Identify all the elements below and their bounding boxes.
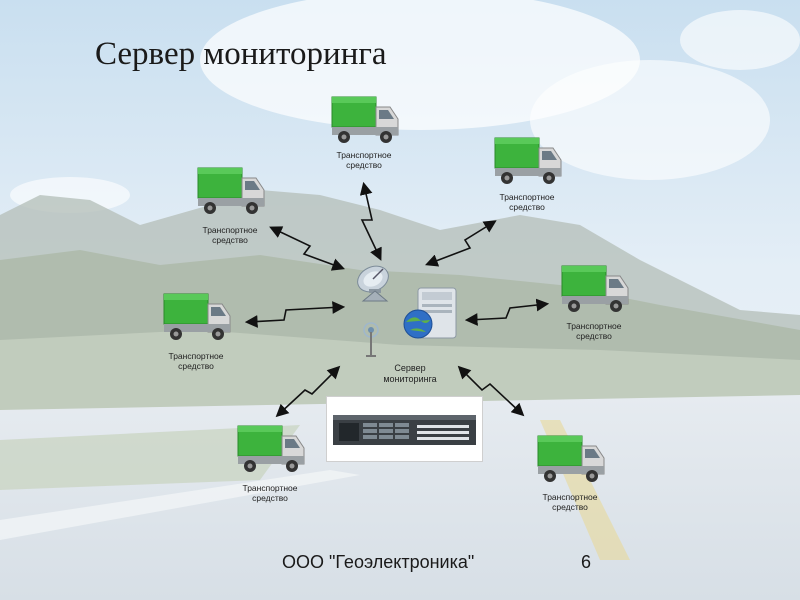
vehicle-label-line2: средство (252, 493, 288, 503)
footer-company: ООО "Геоэлектроника" (282, 552, 475, 572)
link-top-right (425, 220, 497, 267)
truck-icon (197, 167, 265, 214)
vehicle-label-line1: Транспортное (336, 150, 392, 160)
truck-icon (561, 265, 629, 312)
vehicle-label-line2: средство (552, 502, 588, 512)
slide-title: Сервер мониторинга (95, 36, 387, 72)
vehicle-label-line1: Транспортное (202, 225, 258, 235)
rack-server-icon (333, 415, 476, 445)
server-label-line1: Сервер (394, 363, 426, 373)
radio-tower-icon (363, 322, 379, 357)
vehicle-label-line1: Транспортное (566, 321, 622, 331)
vehicle-label-line1: Транспортное (242, 483, 298, 493)
link-middle-right (464, 298, 550, 326)
vehicle-label-line2: средство (178, 361, 214, 371)
link-lower-right (457, 365, 525, 417)
satellite-dish-icon (357, 265, 389, 302)
truck-icon (331, 96, 399, 143)
vehicle-label: Транспортное средство (472, 192, 582, 212)
server-label: Сервер мониторинга (365, 363, 455, 385)
link-lower-left (275, 365, 341, 418)
truck-icon (494, 137, 562, 184)
truck-icon (537, 435, 605, 482)
vehicle-label-line1: Транспортное (499, 192, 555, 202)
vehicle-label: Транспортное средство (175, 225, 285, 245)
link-upper-left (269, 226, 346, 271)
vehicle-label-line2: средство (576, 331, 612, 341)
rack-server-image (326, 396, 483, 462)
vehicle-label-line1: Транспортное (542, 492, 598, 502)
truck-icon (163, 293, 231, 340)
page-number: 6 (581, 552, 592, 572)
vehicle-label: Транспортное средство (215, 483, 325, 503)
vehicle-label-line2: средство (212, 235, 248, 245)
vehicle-label-line2: средство (509, 202, 545, 212)
truck-icon (237, 425, 305, 472)
link-middle-left (244, 301, 346, 328)
vehicle-label: Транспортное средство (539, 321, 649, 341)
server-globe-icon (403, 287, 457, 339)
link-top (359, 181, 382, 261)
vehicle-label: Транспортное средство (141, 351, 251, 371)
vehicle-label: Транспортное средство (309, 150, 419, 170)
server-label-line2: мониторинга (383, 374, 437, 384)
vehicle-label: Транспортное средство (515, 492, 625, 512)
vehicle-label-line2: средство (346, 160, 382, 170)
vehicle-label-line1: Транспортное (168, 351, 224, 361)
